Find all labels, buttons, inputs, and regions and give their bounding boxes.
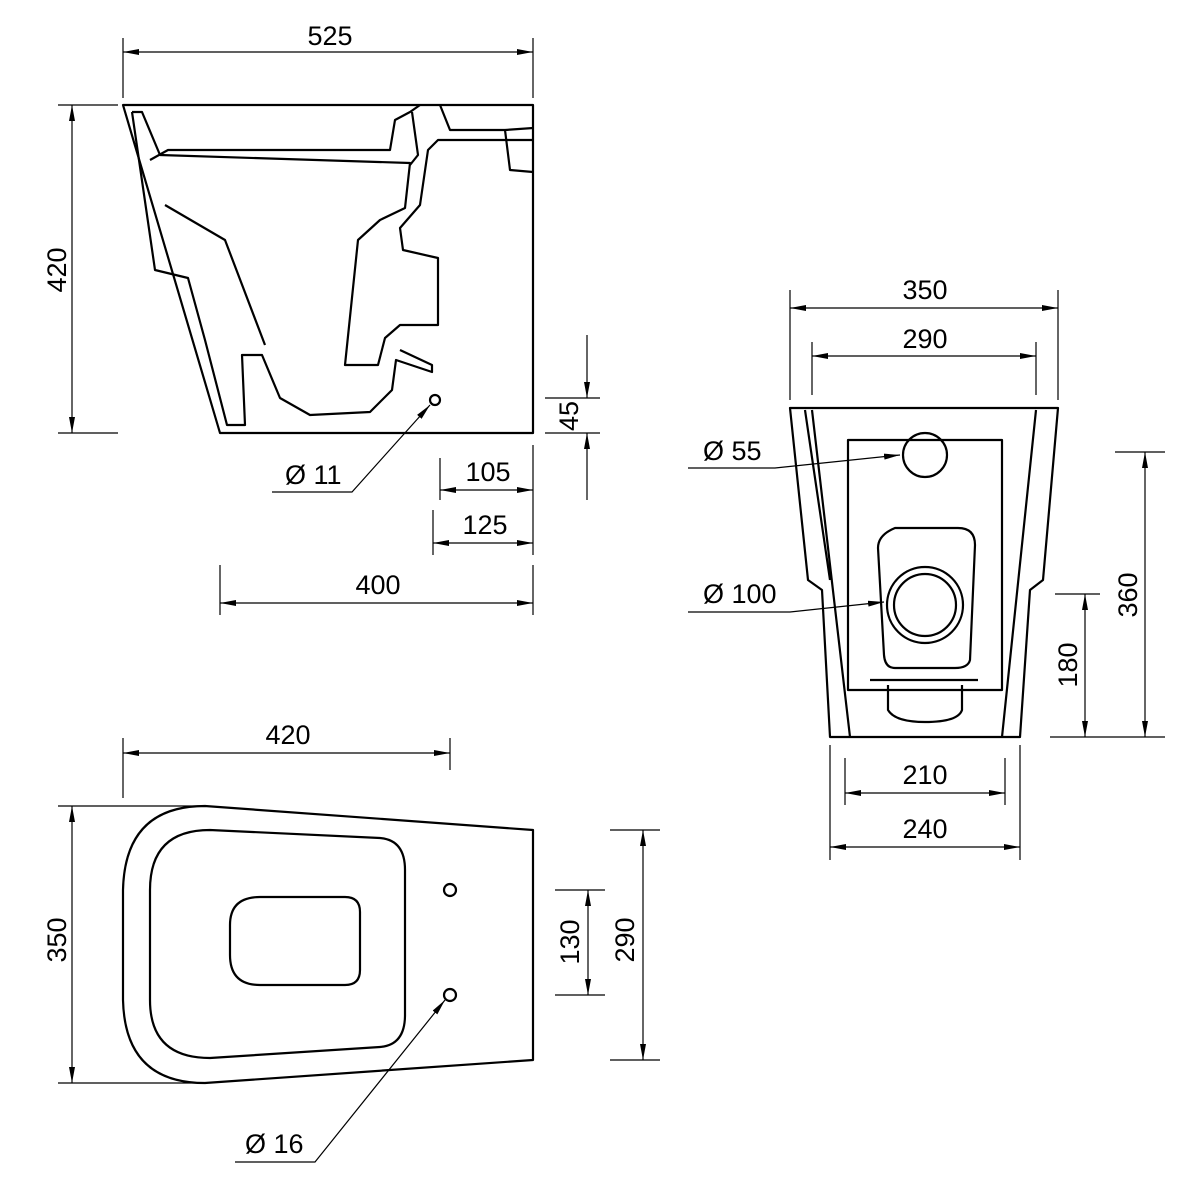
dim-bolt-spacing: 130 bbox=[555, 919, 585, 964]
dim-125: 125 bbox=[462, 510, 507, 540]
outlet-inner-circle bbox=[892, 572, 958, 638]
rear-bottom-pan bbox=[870, 678, 978, 724]
rear-inner-lines bbox=[803, 409, 1038, 738]
inlet-circle bbox=[901, 431, 949, 479]
dim-top-width: 350 bbox=[42, 917, 72, 962]
dim-rear-top-width: 350 bbox=[902, 275, 947, 305]
dim-rear-height: 360 bbox=[1113, 572, 1143, 617]
bolt-hole-bottom bbox=[442, 987, 458, 1003]
top-outline bbox=[121, 804, 535, 1085]
rear-view: 350 290 Ø 55 Ø 100 360 180 210 240 bbox=[688, 275, 1165, 860]
bolt-hole-top bbox=[442, 882, 458, 898]
dim-105: 105 bbox=[465, 457, 510, 487]
dim-side-length: 525 bbox=[307, 21, 352, 51]
dim-base-length: 400 bbox=[355, 570, 400, 600]
top-seat-rim bbox=[148, 828, 407, 1060]
dim-outlet-diameter: Ø 100 bbox=[703, 579, 777, 609]
dim-inlet-diameter: Ø 55 bbox=[703, 436, 762, 466]
side-rim bbox=[149, 104, 421, 346]
outlet-circle bbox=[885, 565, 965, 645]
side-inlet bbox=[438, 104, 534, 174]
side-view: 525 420 45 105 125 400 Ø 11 bbox=[42, 21, 600, 615]
dim-top-length: 420 bbox=[265, 720, 310, 750]
side-hole bbox=[428, 393, 442, 407]
dim-bolt-hole-diameter: Ø 16 bbox=[245, 1129, 304, 1159]
dim-rear-bottom-width: 240 bbox=[902, 814, 947, 844]
dim-side-height: 420 bbox=[42, 247, 72, 292]
side-outline bbox=[121, 103, 535, 435]
rear-outline bbox=[788, 406, 1060, 739]
rear-inlet-recess bbox=[846, 438, 1004, 692]
dim-outlet-height: 45 bbox=[554, 401, 584, 431]
rear-outlet-panel bbox=[876, 526, 977, 670]
side-inner-bowl bbox=[132, 110, 533, 367]
side-trapway bbox=[130, 111, 434, 427]
top-bowl-opening bbox=[228, 895, 362, 987]
dim-top-rear-width: 290 bbox=[610, 917, 640, 962]
dim-rear-inner-width: 290 bbox=[902, 324, 947, 354]
dim-outlet-center-height: 180 bbox=[1053, 642, 1083, 687]
dim-rear-inner-bottom-width: 210 bbox=[902, 760, 947, 790]
dim-hole-diameter: Ø 11 bbox=[285, 460, 342, 490]
top-view: 420 350 130 290 Ø 16 bbox=[42, 720, 660, 1163]
